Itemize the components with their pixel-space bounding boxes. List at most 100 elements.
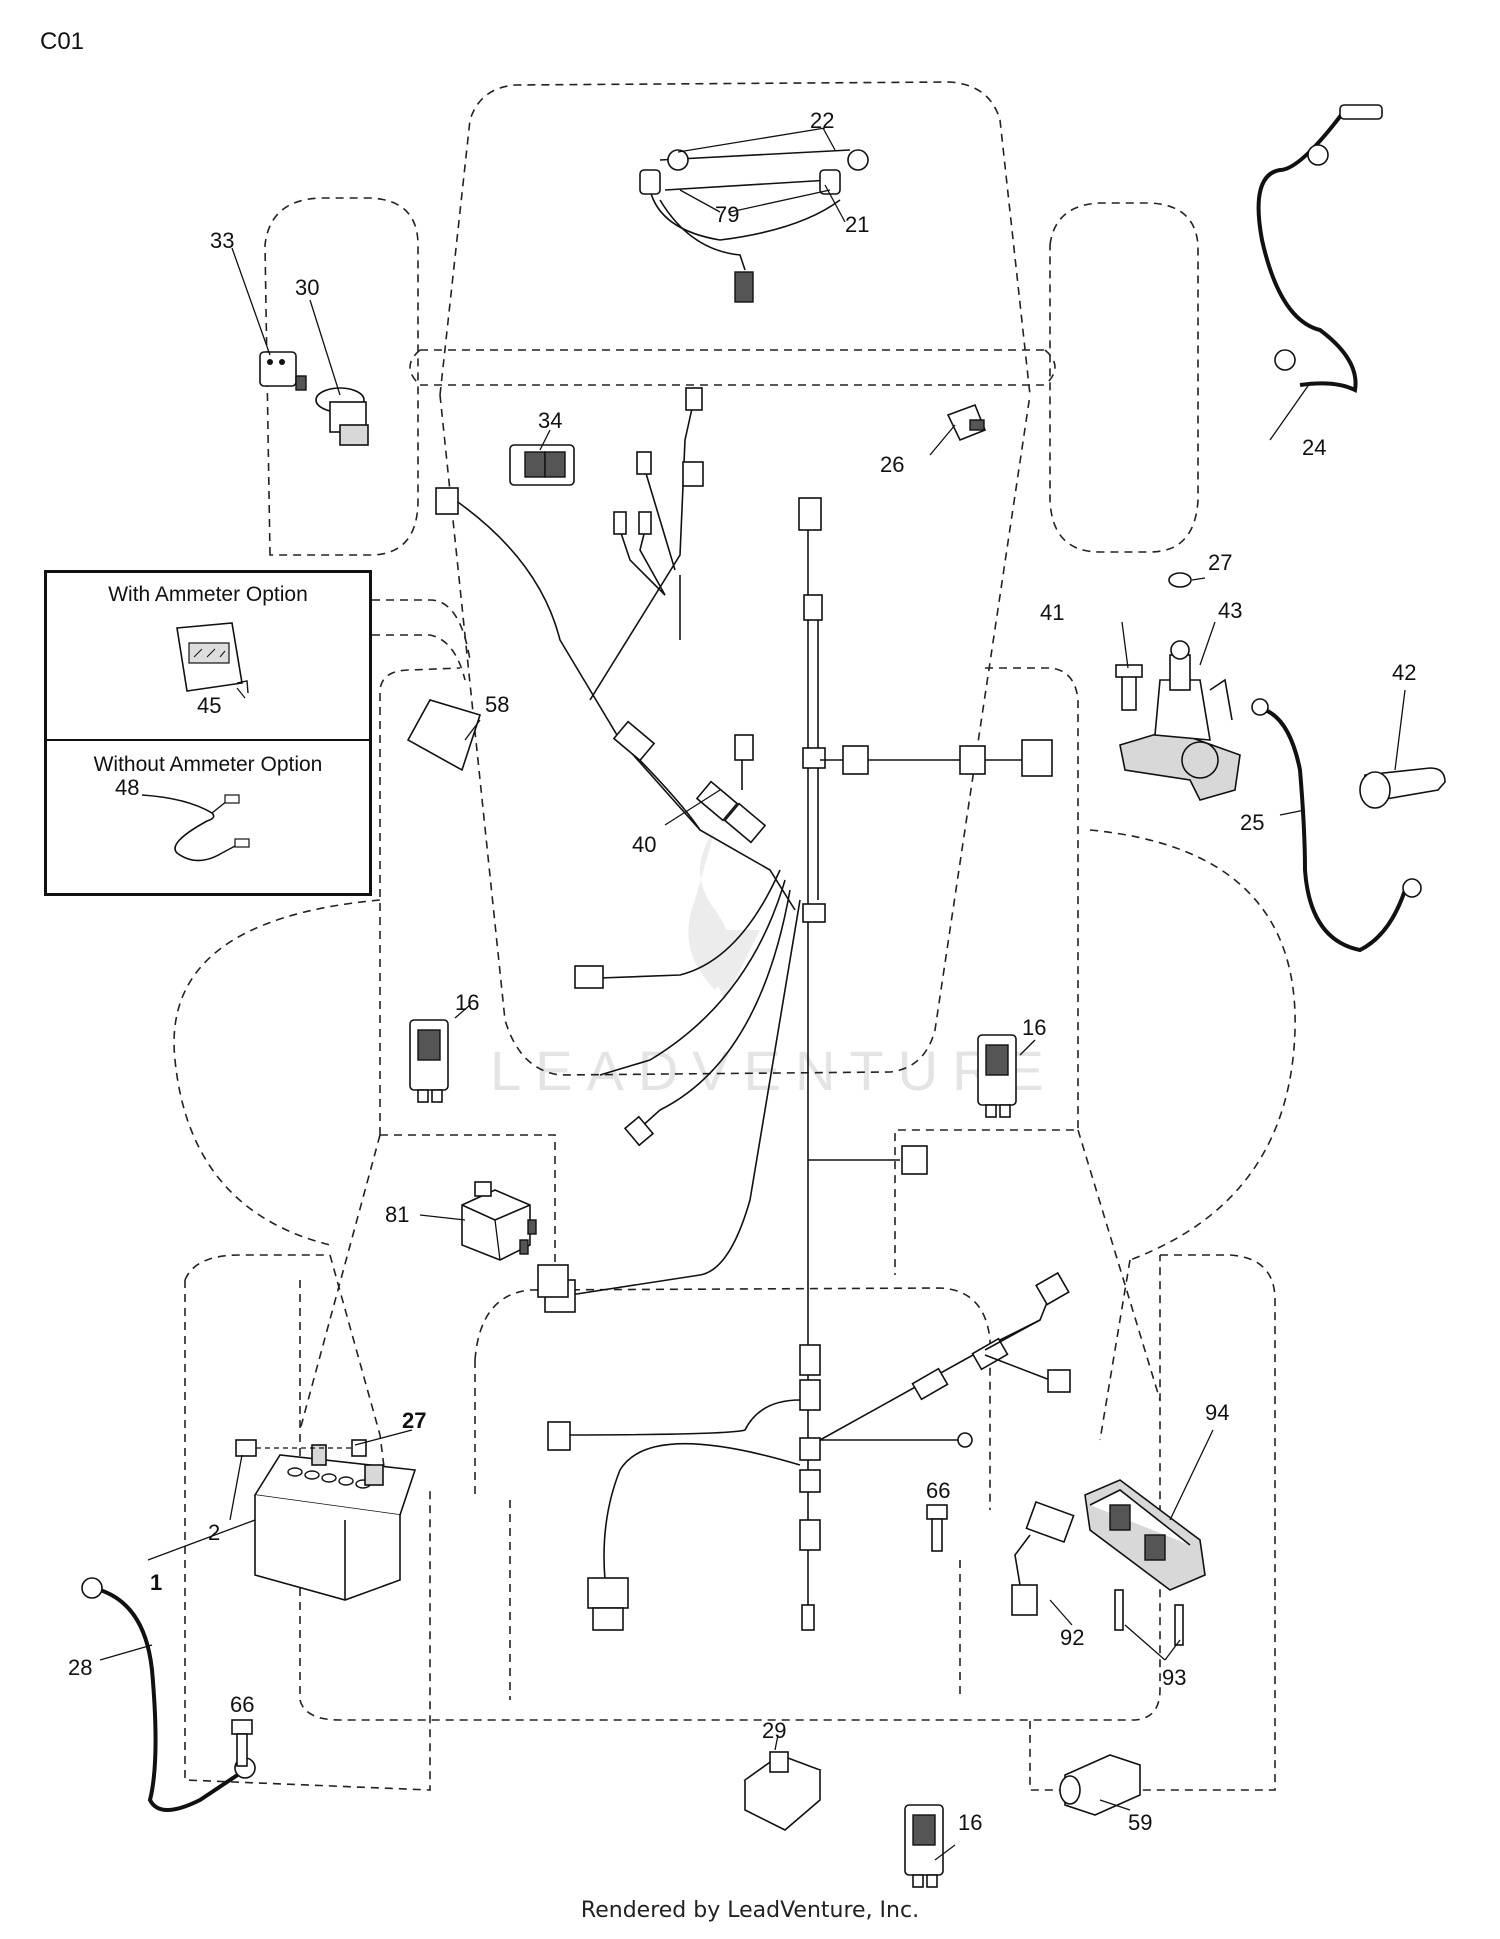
harness-connector [638,511,652,535]
harness-sleeve [799,1344,821,1376]
bolt-2 [235,1439,356,1457]
bolt-41 [1115,664,1143,711]
harness-plug [592,1607,624,1631]
callout-94: 94 [1205,1400,1229,1425]
callout-16-right: 16 [1022,1015,1046,1040]
callout-40: 40 [632,832,656,857]
harness-sleeve [802,747,826,769]
without-ammeter-title: Without Ammeter Option [93,753,323,776]
harness-connector [901,1145,928,1175]
screws-93 [1114,1589,1184,1646]
callout-leaders [99,127,1406,1861]
callout-25: 25 [1240,810,1264,835]
cable-24 [1256,104,1383,393]
ammeter-option-box: With Ammeter Option 45 48 Without Ammete… [44,570,372,896]
harness-connector [613,511,627,535]
callout-2: 2 [208,1520,220,1545]
callout-30: 30 [295,275,319,300]
harness-sleeve [802,903,826,923]
callout-27-battery: 27 [402,1408,426,1433]
harness-connector [842,745,869,775]
callout-1: 1 [150,1570,162,1595]
callout-27-solenoid: 27 [1208,550,1232,575]
harness-sleeve [799,1379,821,1411]
callout-34: 34 [538,408,562,433]
harness-sleeve [911,1367,949,1401]
render-credit: Rendered by LeadVenture, Inc. [580,1898,920,1923]
harness-connector [1047,1369,1071,1393]
switch-16-left [409,1019,449,1103]
with-ammeter-title: With Ammeter Option [108,583,308,606]
switch-34 [509,444,575,486]
callout-22: 22 [810,108,834,133]
bracket-94 [1084,1479,1206,1591]
headlight-assembly [639,149,869,303]
harness-connector [435,487,459,515]
callout-33: 33 [210,228,234,253]
harness-sleeve [799,1437,821,1461]
headlight-bulb-right [819,149,869,195]
harness-sleeve [799,1519,821,1551]
battery-1 [253,1444,417,1601]
harness-plug [1021,739,1053,777]
harness-sleeve [695,780,739,822]
callout-92: 92 [1060,1625,1084,1650]
callout-58: 58 [485,692,509,717]
harness-sleeve [612,720,656,762]
relay-81 [461,1181,537,1261]
harness-end-terminal [801,1604,815,1631]
harness-connector [636,451,652,475]
ring-terminal [957,1432,973,1448]
harness-sleeve [971,1337,1009,1371]
ignition-switch-30 [315,387,369,446]
harness-top-connector [798,497,822,531]
harness-92 [1011,1500,1075,1616]
harness-connector [959,745,986,775]
jumper-48 [141,794,250,862]
switch-16-right [977,1034,1017,1118]
harness-connector [682,461,704,487]
module-58 [406,699,482,772]
diagram-code: C01 [40,28,85,55]
terminal-boot-42 [1359,767,1446,809]
callout-41: 41 [1040,600,1064,625]
harness-terminal [574,965,604,989]
cable-28 [81,1577,256,1812]
switch-16-bottom [904,1804,944,1888]
key-33 [259,351,307,391]
harness-connector [547,1421,571,1451]
main-wire-harness [435,387,1071,1631]
option-box-divider [47,739,369,741]
fuse-26 [946,403,987,442]
harness-connector [685,387,703,411]
callout-28: 28 [68,1655,92,1680]
starter-solenoid-43 [1119,640,1241,801]
callout-43: 43 [1218,598,1242,623]
ammeter-45 [176,622,249,699]
callout-66-left: 66 [230,1692,254,1717]
headlight-bulb-left [639,149,689,195]
callout-labels: 22 79 21 33 30 34 26 24 27 41 43 42 25 5… [68,108,1416,1835]
option-box-art: 45 48 [115,622,250,862]
chassis-outline [173,81,1296,1791]
watermark-logo [688,830,760,1000]
harness-plug [587,1577,629,1609]
harness-connector [734,734,754,761]
switch-29 [743,1751,822,1831]
callout-66-right: 66 [926,1478,950,1503]
nut-27 [1168,572,1192,588]
watermark: LEADVENTURE [490,1039,1058,1102]
callout-29: 29 [762,1718,786,1743]
relay-connector [537,1264,569,1298]
callout-48: 48 [115,775,139,800]
harness-sleeve [803,594,823,621]
callout-79: 79 [715,202,739,227]
bolt-66-left [231,1719,253,1767]
harness-terminal [623,1115,655,1147]
callout-24: 24 [1302,435,1326,460]
nut-27-battery [351,1439,367,1457]
harness-sleeve [799,1469,821,1493]
callout-93: 93 [1162,1665,1186,1690]
bolt-66-right [926,1504,948,1552]
